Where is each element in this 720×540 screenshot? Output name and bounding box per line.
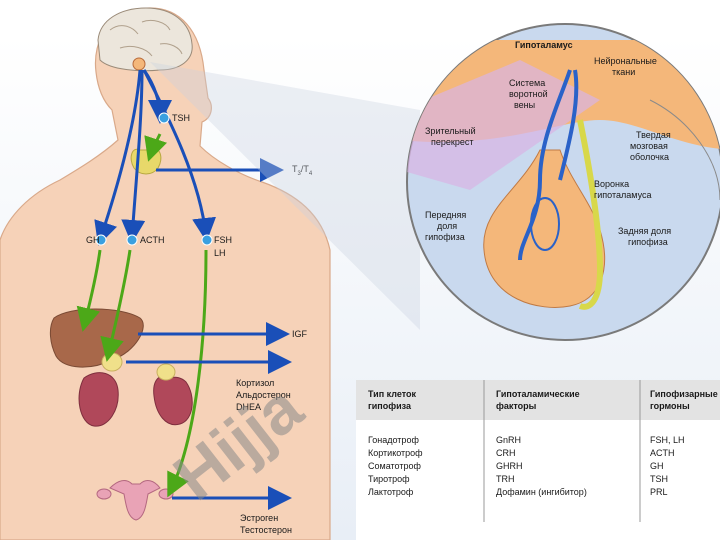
infundibulum [577,119,604,310]
arrow-acth [121,69,146,244]
label-aldosterone: Альдостерон [236,390,291,400]
zoom-cone [150,62,420,330]
table-cell: GHRH [496,461,523,471]
label-testosterone: Тестостерон [240,525,292,535]
label-neuronal-1: Нейрональные [594,56,657,66]
table-cell: Соматотроф [368,461,421,471]
label-portal-2: воротной [509,89,548,99]
brain [97,7,193,72]
dura-line [649,99,720,201]
pituitary-gland [132,57,146,71]
label-dhea: DHEA [236,402,261,412]
ovary-left [96,488,112,500]
th-hormones-1: Гипофизарные [650,389,718,399]
uterus [109,480,161,521]
table-cell: Лактотроф [368,487,414,497]
arrow-fsh-gonad [167,249,208,498]
label-posterior-2: гипофиза [628,237,668,247]
kidney-right [153,375,193,426]
table-header-band [356,380,720,420]
label-gh: GH [86,235,100,245]
label-anterior-3: гипофиза [425,232,465,242]
hormone-arrows [76,69,292,510]
label-igf: IGF [292,329,308,339]
label-infundibulum-2: гипоталамуса [594,190,651,200]
node-acth [126,234,138,246]
label-dura-2: мозговая [630,141,668,151]
label-estrogen: Эстроген [240,513,278,523]
th-factors-2: факторы [496,401,537,411]
label-chiasm-1: Зрительный [425,126,476,136]
th-factors-1: Гипоталамические [496,389,580,399]
arrow-gh-liver [76,249,102,332]
label-chiasm-2: перекрест [431,137,473,147]
th-cell-type-2: гипофиза [368,401,412,411]
arrow-gh [94,69,142,246]
th-cell-type-1: Тип клеток [368,389,417,399]
table-cell: TRH [496,474,515,484]
label-lh: LH [214,248,226,258]
label-tsh: TSH [172,113,190,123]
table-cell: CRH [496,448,516,458]
body-labels: TSH GH ACTH FSH LH T3/T4 IGF Кортизол Ал… [86,113,313,535]
table-cell: Дофамин (ингибитор) [496,487,587,497]
arrow-acth-adrenal [100,249,132,362]
node-tsh [158,112,170,124]
label-portal-1: Система [509,78,545,88]
table-cell: TSH [650,474,668,484]
hormone-nodes [95,112,213,246]
kidney-left [78,372,119,427]
cell-type-table: Тип клеток гипофиза Гипоталамические фак… [356,380,720,540]
node-gh [95,234,107,246]
table-cell: PRL [650,487,668,497]
label-infundibulum-1: Воронка [594,179,629,189]
table-cell: Тиротроф [368,474,410,484]
inset-title: Гипоталамус [515,40,573,50]
table-cell: GnRH [496,435,521,445]
label-anterior-1: Передняя [425,210,466,220]
inset-circle: Гипоталамус Нейрональные ткани Система в… [406,23,720,341]
table-cell: Гонадотроф [368,435,419,445]
adrenal-left [101,352,123,372]
portal-vessels [518,69,579,261]
arrow-tsh-thyroid [144,133,168,162]
label-posterior-1: Задняя доля [618,226,671,236]
portal-plexus [530,197,560,251]
label-anterior-2: доля [437,221,457,231]
label-neuronal-2: ткани [612,67,635,77]
node-fsh [201,234,213,246]
table-cell: ACTH [650,448,675,458]
table-cell: Кортикотроф [368,448,423,458]
table-cell: GH [650,461,664,471]
label-dura-3: оболочка [630,152,669,162]
label-acth: ACTH [140,235,165,245]
adrenal-right [156,363,176,381]
label-fsh: FSH [214,235,232,245]
label-dura-1: Твердая [636,130,671,140]
anterior-lobe [483,149,606,308]
table-cell: FSH, LH [650,435,685,445]
brain-folds [109,19,183,57]
label-cortisol: Кортизол [236,378,274,388]
label-portal-3: вены [514,100,535,110]
label-t3t4: T3/T4 [292,164,313,177]
optic-tract [407,60,600,190]
th-hormones-2: гормоны [650,401,690,411]
